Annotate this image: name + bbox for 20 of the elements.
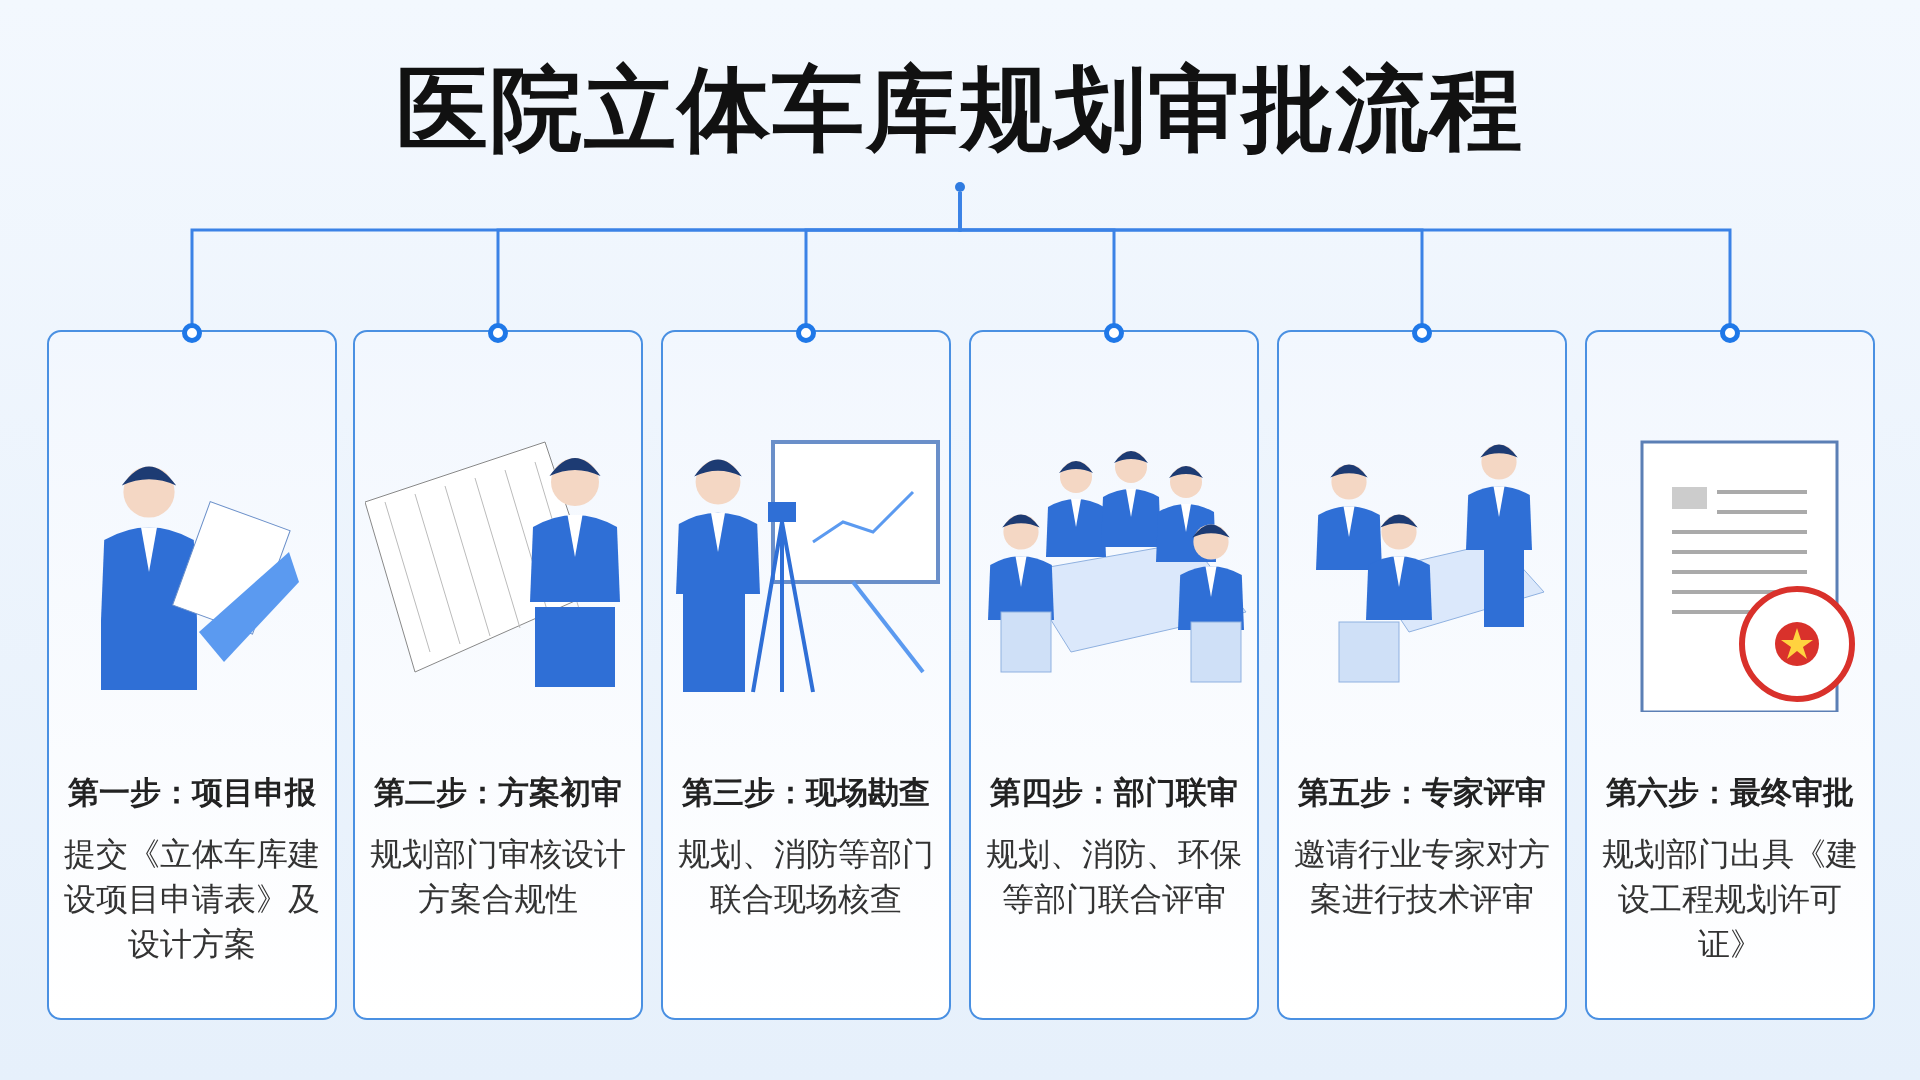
step-description: 规划部门出具《建设工程规划许可证》 <box>1601 834 1859 965</box>
step-heading: 第一步：项目申报 <box>67 773 317 812</box>
step-description: 规划、消防等部门联合现场核查 <box>677 834 935 920</box>
junction-dot <box>955 182 965 192</box>
step-heading: 第六步：最终审批 <box>1605 773 1855 812</box>
step-card <box>47 330 337 1020</box>
step-description: 规划部门审核设计方案合规性 <box>369 834 627 920</box>
step-description: 提交《立体车库建设项目申请表》及设计方案 <box>63 834 321 965</box>
step-card <box>661 330 951 1020</box>
step-heading: 第四步：部门联审 <box>989 773 1239 812</box>
step-card <box>1277 330 1567 1020</box>
step-heading: 第二步：方案初审 <box>373 773 623 812</box>
step-card <box>969 330 1259 1020</box>
step-description: 规划、消防、环保等部门联合评审 <box>985 834 1243 920</box>
step-heading: 第五步：专家评审 <box>1297 773 1547 812</box>
title: 医院立体车库规划审批流程 <box>395 55 1525 165</box>
step-heading: 第三步：现场勘查 <box>681 773 931 812</box>
step-card <box>1585 330 1875 1020</box>
step-description: 邀请行业专家对方案进行技术评审 <box>1293 834 1551 920</box>
step-card <box>353 330 643 1020</box>
